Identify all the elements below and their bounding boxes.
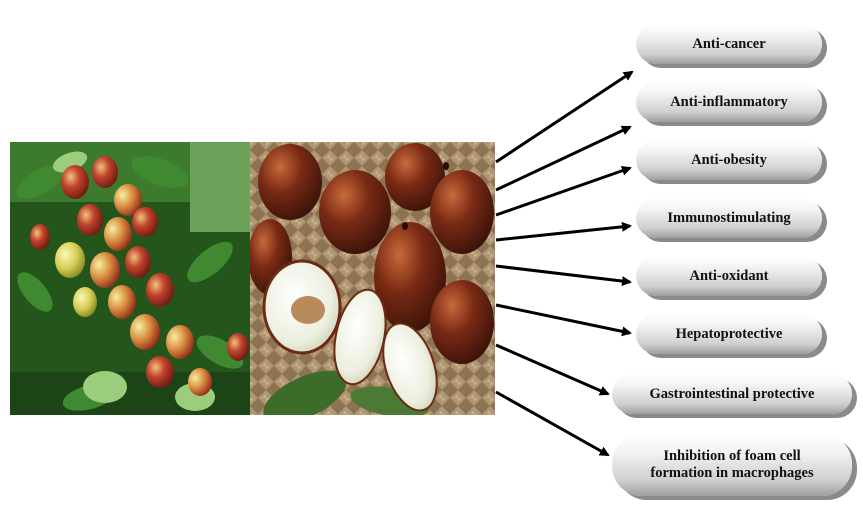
- effect-label: Anti-oxidant: [690, 268, 769, 285]
- arrow-foam-cell-inhibition: [496, 392, 608, 455]
- arrow-anti-obesity: [496, 168, 630, 215]
- effect-label-line-1: Inhibition of foam cell: [663, 448, 800, 465]
- arrow-anti-inflammatory: [496, 127, 630, 190]
- effect-label-line-2: formation in macrophages: [650, 465, 813, 482]
- effect-gastrointestinal-protective: Gastrointestinal protective: [612, 374, 852, 414]
- effect-immunostimulating: Immunostimulating: [636, 198, 822, 238]
- effect-label: Anti-inflammatory: [670, 94, 788, 111]
- effect-anti-inflammatory: Anti-inflammatory: [636, 82, 822, 122]
- effect-label: Immunostimulating: [667, 210, 790, 227]
- effect-anti-obesity: Anti-obesity: [636, 140, 822, 180]
- arrow-anti-oxidant: [496, 266, 630, 282]
- effect-label: Gastrointestinal protective: [650, 386, 815, 403]
- arrow-anti-cancer: [496, 72, 632, 162]
- effect-anti-oxidant: Anti-oxidant: [636, 256, 822, 296]
- arrow-immunostimulating: [496, 226, 630, 240]
- effect-label: Anti-cancer: [692, 36, 765, 53]
- effect-label: Hepatoprotective: [676, 326, 783, 343]
- effect-foam-cell-inhibition: Inhibition of foam cell formation in mac…: [612, 434, 852, 496]
- effect-hepatoprotective: Hepatoprotective: [636, 314, 822, 354]
- arrow-gastrointestinal-protective: [496, 345, 608, 394]
- arrow-hepatoprotective: [496, 305, 630, 333]
- effect-label: Anti-obesity: [691, 152, 767, 169]
- effect-anti-cancer: Anti-cancer: [636, 24, 822, 64]
